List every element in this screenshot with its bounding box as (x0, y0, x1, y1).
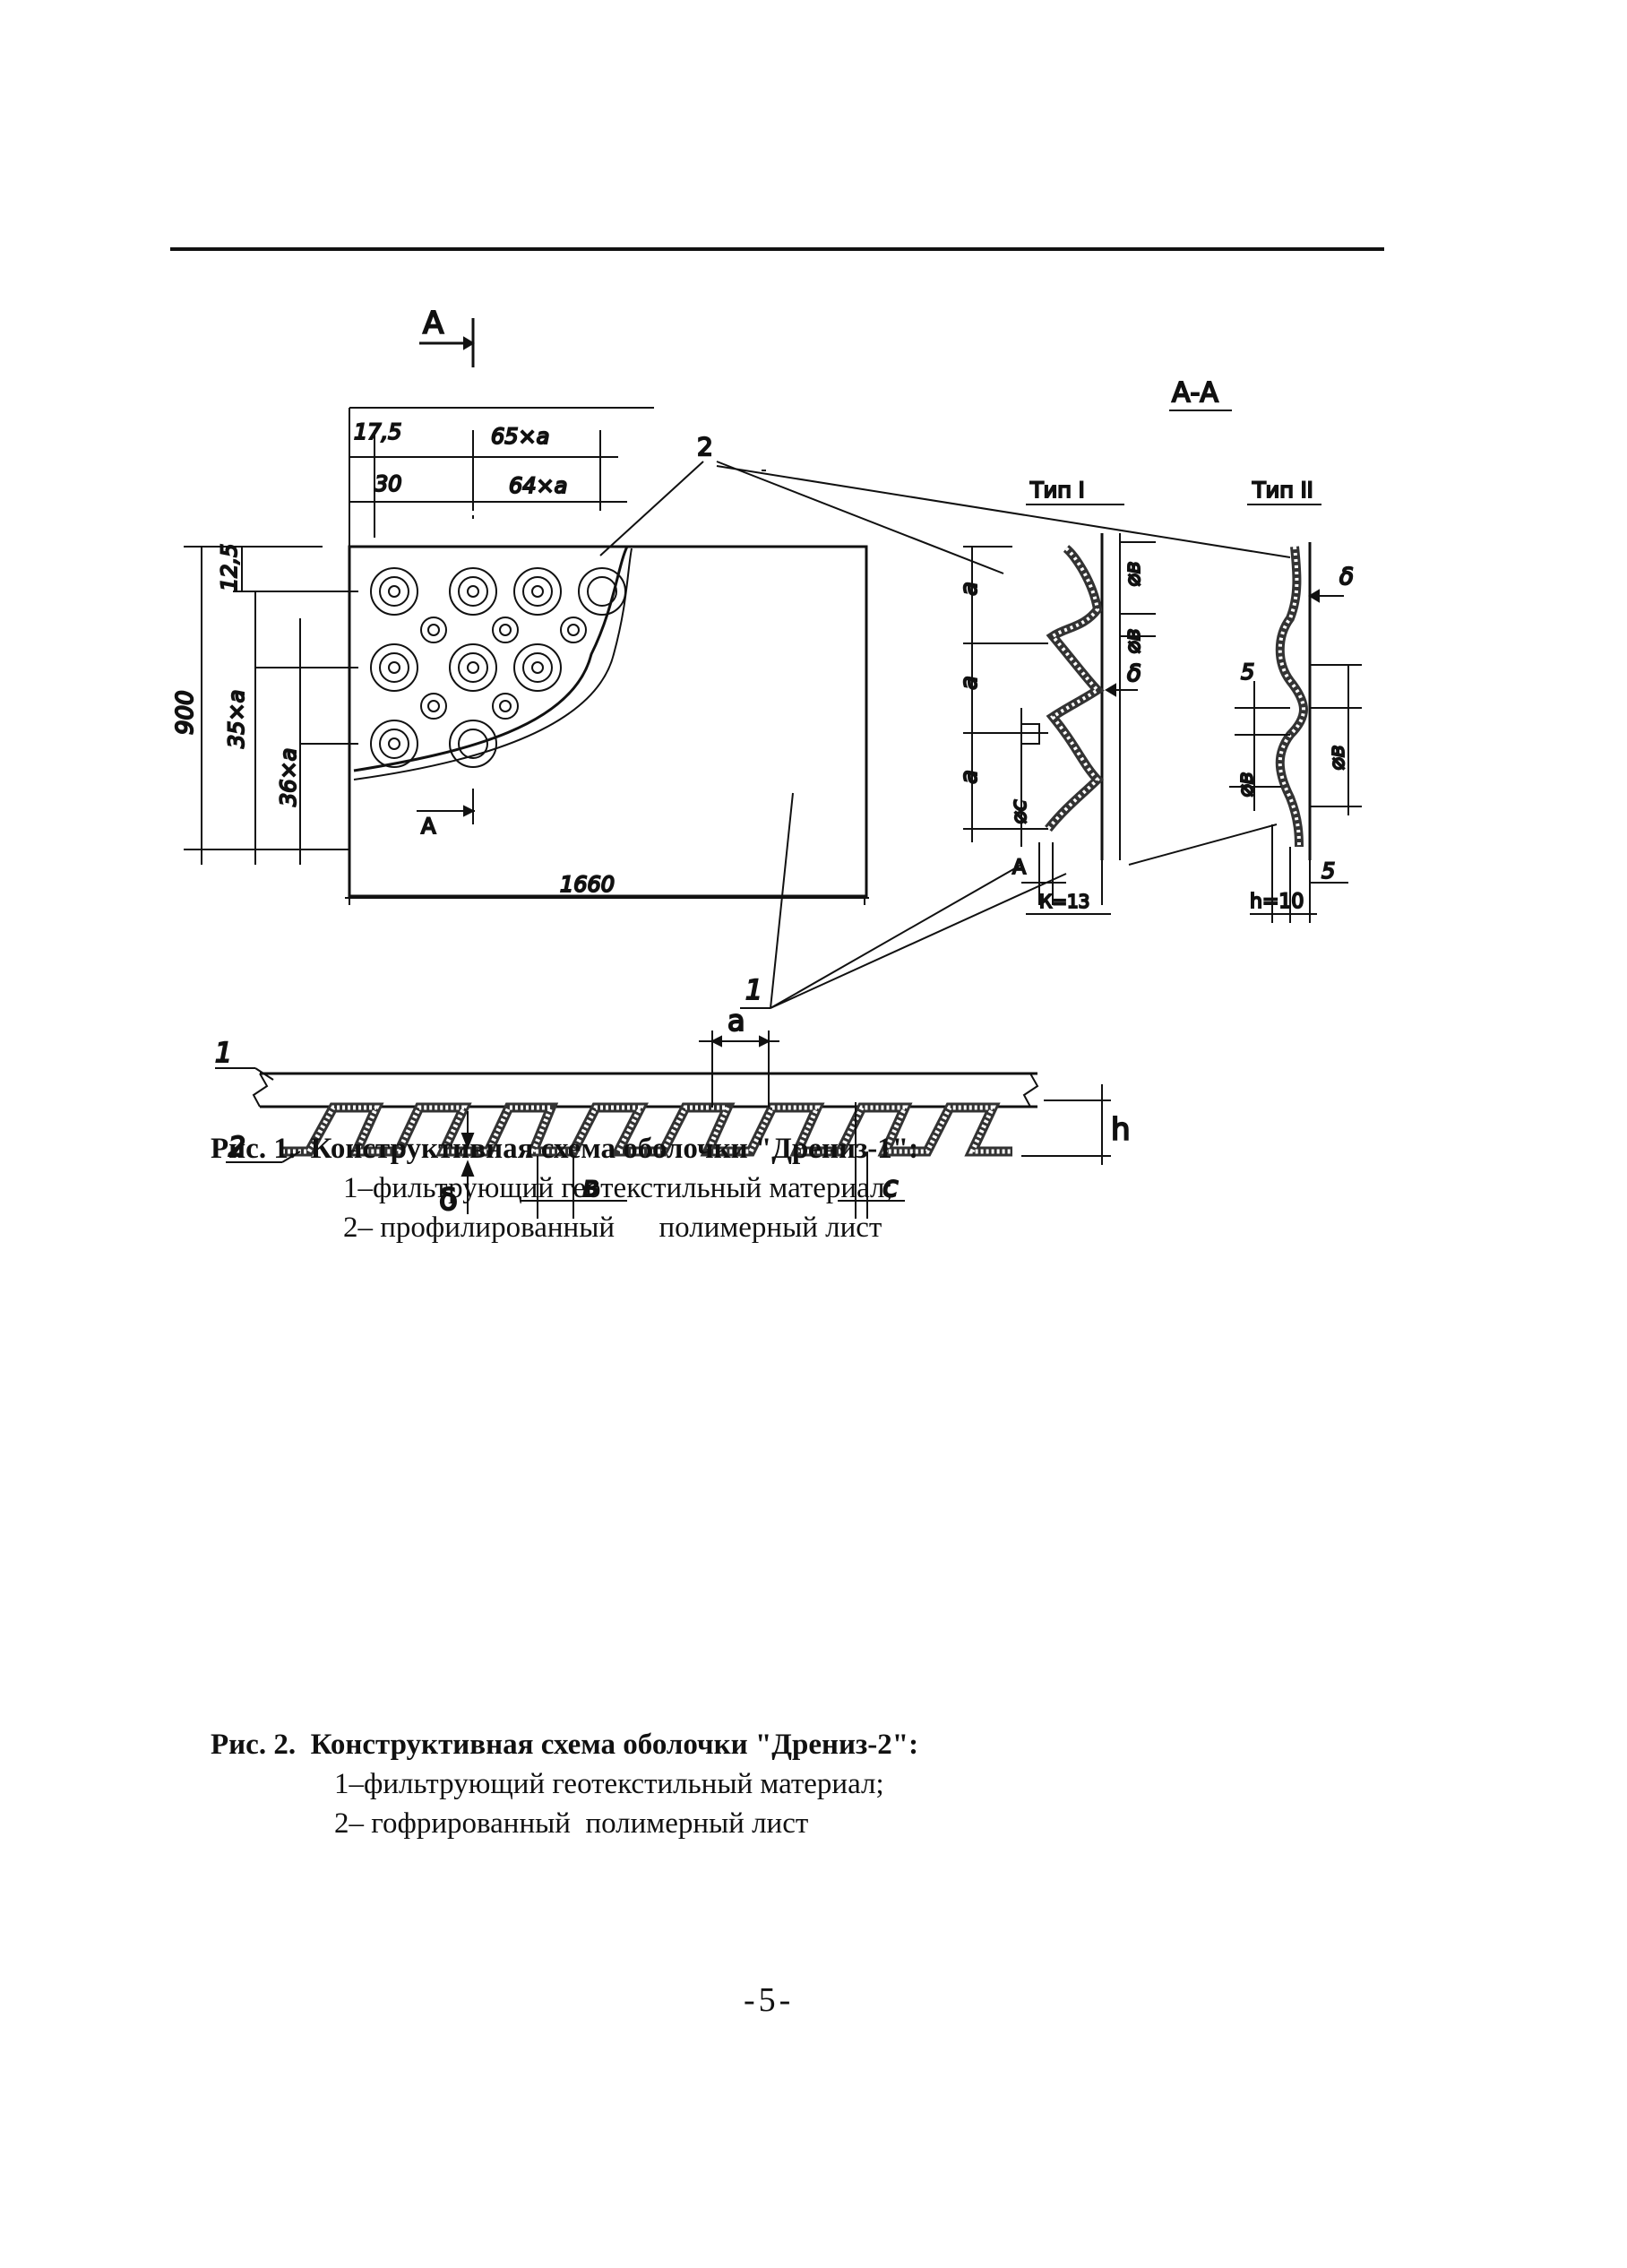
type2-dim-b-left: ⌀в (1233, 772, 1258, 798)
fig2-callout-1: 1 (215, 1038, 232, 1069)
type1-dim-b2: ⌀в (1120, 628, 1145, 654)
holes-large (370, 567, 626, 768)
fig1-callout-1: 1 (745, 975, 762, 1006)
fig2-corrugated-sheet (282, 1102, 1012, 1157)
section-title: А-А (1172, 377, 1218, 409)
fig2-dim-a: а (727, 1004, 745, 1038)
type2-dim-5-top: 5 (1241, 660, 1254, 685)
dim-30: 30 (374, 471, 402, 496)
fig2-dim-delta: δ (439, 1182, 458, 1218)
type1-dim-a1: а (956, 582, 983, 596)
page-number: -5- (744, 1981, 795, 2019)
figure1-plan: А 17,5 65×а 30 64×а 900 12,5 35×а (171, 305, 869, 905)
figure2-caption-number: Рис. 2. (211, 1729, 297, 1761)
dim-17-5: 17,5 (354, 419, 401, 444)
type1-dim-A: А (1012, 857, 1026, 879)
leaders: 2 1 (599, 431, 1291, 1009)
cutaway-curve (353, 546, 629, 772)
dim-900: 900 (172, 690, 199, 735)
figure2-caption-item1: 1–фильтрующий геотекстильный материал; (334, 1768, 884, 1800)
type2-profile (1275, 546, 1308, 848)
figure1-section-type1: А-А Тип I а а а ⌀с ⌀в ⌀в δ (955, 376, 1232, 915)
type1-dim-a3: а (956, 770, 983, 784)
figure2-caption-item2: 2– гофрированный полимерный лист (334, 1807, 809, 1840)
type1-dim-k13: К=13 (1039, 891, 1089, 912)
type1-dim-b: ⌀в (1120, 561, 1145, 587)
type1-label: Тип I (1029, 478, 1085, 503)
type1-dim-c: ⌀с (1006, 799, 1031, 824)
figure1-caption-item2: 2– профилированный полимерный лист (343, 1212, 882, 1244)
fig1-callout-2: 2 (697, 432, 713, 461)
type1-delta: δ (1127, 660, 1141, 687)
sheet-outline (348, 545, 868, 898)
type1-dim-a2: а (956, 676, 983, 690)
type2-dim-h10: h=10 (1250, 891, 1304, 913)
dim-1660: 1660 (560, 872, 615, 897)
dim-64xa: 64×а (509, 473, 567, 498)
dim-65xa: 65×а (491, 424, 549, 449)
type2-dim-b-right: ⌀в (1324, 745, 1349, 771)
dim-12-5: 12,5 (217, 544, 242, 591)
figure1-section-type2: Тип II δ ⌀в 5 ⌀в 5 h=10 (1229, 477, 1362, 923)
figure2-caption-title: Конструктивная схема оболочки "Дрениз-2"… (310, 1729, 919, 1761)
fig2-callout-2: 2 (228, 1132, 245, 1163)
dim-35xa: 35×а (224, 690, 249, 748)
figure1-caption-number: Рис. 1. (211, 1133, 297, 1165)
type2-delta: δ (1339, 564, 1354, 591)
fig2-dim-c: с (882, 1169, 899, 1203)
figure1-caption: Рис. 1. Конструктивная схема оболочки "Д… (211, 1129, 1375, 1255)
fig2-dim-b: в (582, 1169, 599, 1203)
figure2-caption: Рис. 2. Конструктивная схема оболочки "Д… (211, 1725, 1375, 1850)
dim-36xa: 36×а (276, 748, 301, 806)
section-marker-bottom: А (421, 814, 436, 839)
type2-label: Тип II (1252, 478, 1313, 503)
figure1-caption-item1: 1–фильтрующий геотекстильный материал; (343, 1172, 893, 1204)
figure1-caption-title: Конструктивная схема оболочки "Дрениз-1"… (310, 1133, 919, 1165)
type1-profile (1045, 545, 1105, 832)
holes-small (420, 617, 587, 720)
figure2: 1 2 а h δ в с (214, 1003, 1132, 1219)
section-marker-top: А (423, 306, 443, 341)
fig2-dim-h: h (1111, 1112, 1131, 1148)
type2-dim-5-bottom: 5 (1321, 858, 1335, 884)
